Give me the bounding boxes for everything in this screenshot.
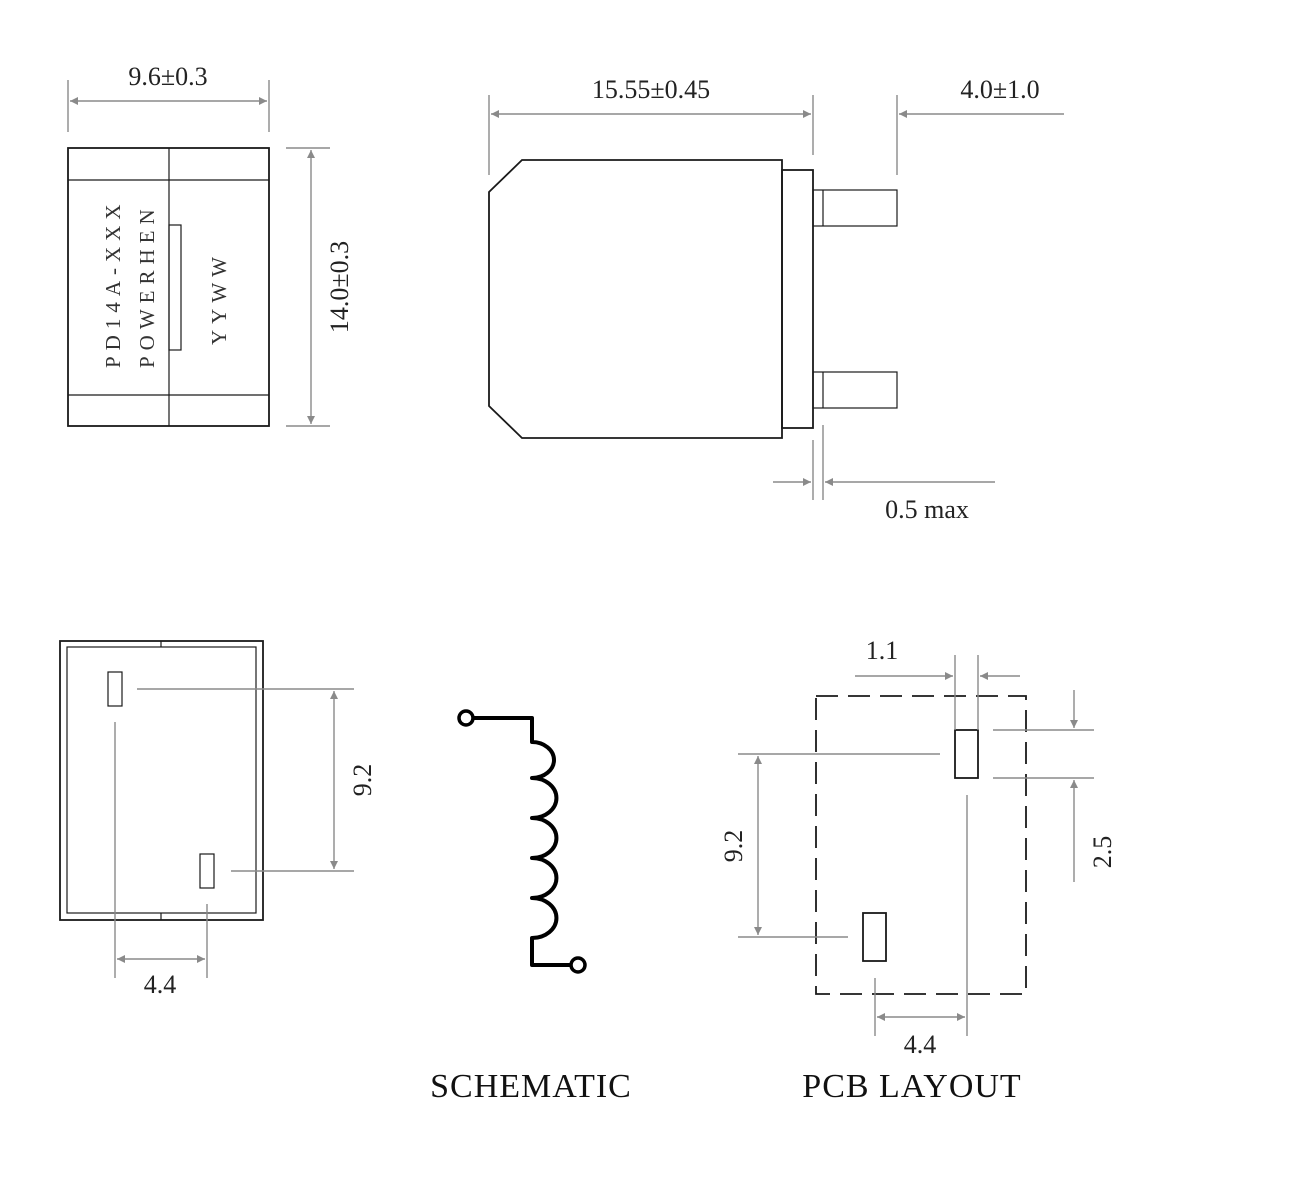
marking-line-1: PD14A-XXX bbox=[101, 199, 125, 369]
pcb-h-label: 4.4 bbox=[904, 1030, 937, 1059]
pcb-pad-2 bbox=[862, 912, 887, 962]
bottom-pad-1 bbox=[107, 671, 123, 707]
bottom-view-inner bbox=[66, 646, 257, 914]
pcb-pad-1 bbox=[954, 729, 979, 779]
height-dim-label: 14.0±0.3 bbox=[325, 241, 354, 333]
pcb-v-label: 9.2 bbox=[719, 830, 748, 863]
top-view: PD14A-XXX POWERHEN YYWW 9.6±0.3 14.0±0.3 bbox=[67, 62, 354, 427]
top-view-slot bbox=[168, 224, 182, 351]
pcb-w-label: 1.1 bbox=[866, 636, 899, 665]
terminal-2 bbox=[569, 956, 587, 974]
bottom-view: 9.2 4.4 bbox=[59, 640, 377, 999]
bv-h-dim-label: 4.4 bbox=[144, 970, 177, 999]
inductor-coil bbox=[472, 716, 570, 967]
side-view-body bbox=[488, 159, 783, 439]
pcb-layout: 1.1 2.5 9.2 4.4 PCB LAYOUT bbox=[719, 636, 1117, 1105]
marking-line-3: YYWW bbox=[207, 251, 231, 345]
terminal-1 bbox=[457, 709, 475, 727]
pcb-footprint-outline bbox=[815, 695, 1027, 995]
side-view-flange bbox=[781, 169, 814, 429]
pcb-l-label: 2.5 bbox=[1088, 836, 1117, 869]
lead-top bbox=[812, 189, 898, 227]
lead-bottom bbox=[812, 371, 898, 409]
bv-v-dim-label: 9.2 bbox=[348, 764, 377, 797]
width-dim-label: 9.6±0.3 bbox=[128, 62, 207, 91]
schematic-title: SCHEMATIC bbox=[430, 1068, 632, 1105]
pcb-layout-title: PCB LAYOUT bbox=[802, 1068, 1021, 1105]
schematic: SCHEMATIC bbox=[430, 709, 632, 1105]
lead-dim-label: 4.0±1.0 bbox=[960, 75, 1039, 104]
bottom-pad-2 bbox=[199, 853, 215, 889]
length-dim-label: 15.55±0.45 bbox=[592, 75, 710, 104]
side-view: 15.55±0.45 4.0±1.0 0.5 max bbox=[488, 75, 1064, 524]
bottom-view-outer bbox=[59, 640, 264, 921]
gap-dim-label: 0.5 max bbox=[885, 495, 969, 524]
marking-line-2: POWERHEN bbox=[135, 203, 159, 368]
